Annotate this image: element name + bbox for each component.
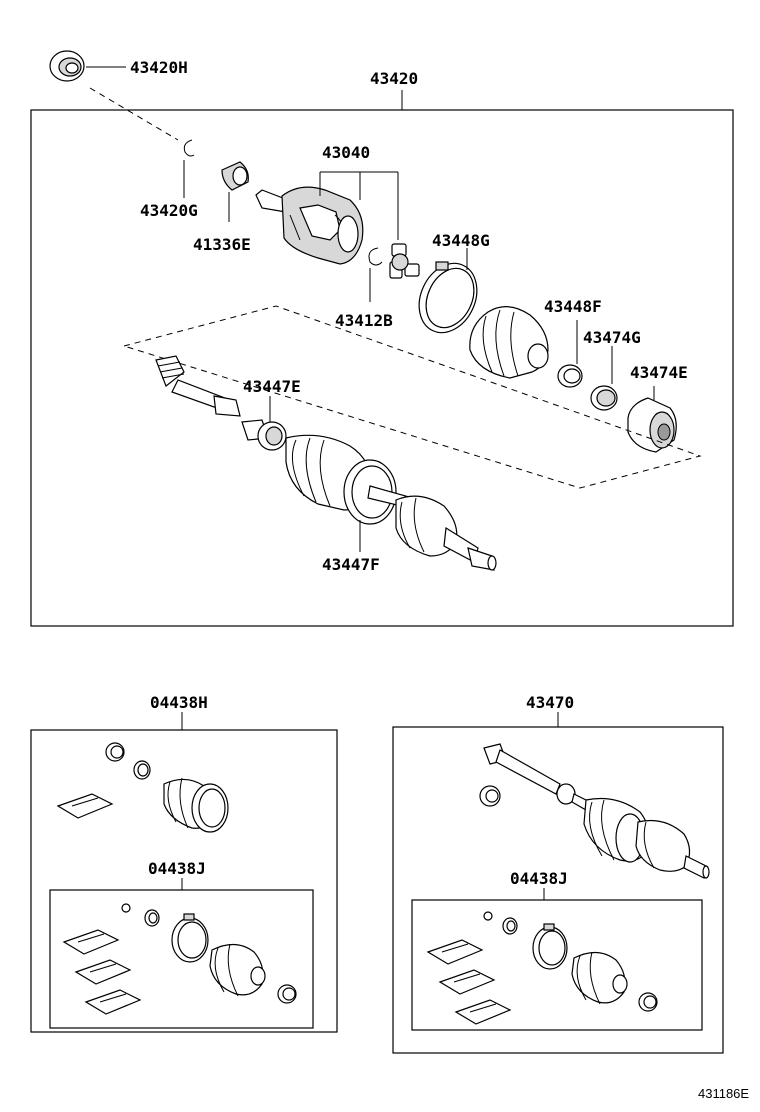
- boot-clamp-43474G[interactable]: [590, 385, 618, 411]
- label-04438J-right[interactable]: 04438J: [510, 869, 568, 888]
- inboard-boot[interactable]: [469, 306, 549, 379]
- drive-shaft-assembly-43470[interactable]: [479, 743, 710, 879]
- boot-clamp-43448F[interactable]: [557, 364, 583, 388]
- label-43448G[interactable]: 43448G: [432, 231, 490, 250]
- label-43040[interactable]: 43040: [322, 143, 370, 162]
- outboard-joint-assembly[interactable]: [241, 419, 497, 571]
- drive-shaft[interactable]: [155, 355, 241, 417]
- label-43412B[interactable]: 43412B: [335, 311, 393, 330]
- main-assembly-box: [30, 109, 734, 627]
- kit-box-04438H: [30, 729, 338, 1033]
- label-43420[interactable]: 43420: [370, 69, 418, 88]
- kit-box-04438J-right: [411, 899, 703, 1031]
- snap-ring-43412B[interactable]: [368, 247, 383, 266]
- label-04438J-left[interactable]: 04438J: [148, 859, 206, 878]
- tripod-joint[interactable]: [389, 243, 420, 279]
- boot-clamp-43448G[interactable]: [408, 254, 487, 342]
- kit-04438J-left-parts[interactable]: [62, 903, 297, 1015]
- dynamic-damper-43474E[interactable]: [627, 397, 677, 453]
- diagram-reference: 431186E: [698, 1086, 749, 1101]
- kit-04438H-parts[interactable]: [56, 742, 229, 833]
- label-43447E[interactable]: 43447E: [243, 377, 301, 396]
- snap-ring-43420G[interactable]: [183, 139, 195, 157]
- inboard-joint-43040[interactable]: [255, 186, 364, 265]
- label-43420H[interactable]: 43420H: [130, 58, 188, 77]
- label-43420G[interactable]: 43420G: [140, 201, 198, 220]
- label-43448F[interactable]: 43448F: [544, 297, 602, 316]
- label-04438H[interactable]: 04438H: [150, 693, 208, 712]
- assembly-box-43470: [392, 726, 724, 1054]
- label-43474E[interactable]: 43474E: [630, 363, 688, 382]
- outboard-group-outline: [122, 305, 702, 489]
- bearing-41336E[interactable]: [221, 161, 249, 191]
- label-41336E[interactable]: 41336E: [193, 235, 251, 254]
- oil-seal-43420H[interactable]: [49, 50, 85, 82]
- label-43470[interactable]: 43470: [526, 693, 574, 712]
- kit-04438J-right-parts[interactable]: [426, 911, 658, 1025]
- label-43447F[interactable]: 43447F: [322, 555, 380, 574]
- label-43474G[interactable]: 43474G: [583, 328, 641, 347]
